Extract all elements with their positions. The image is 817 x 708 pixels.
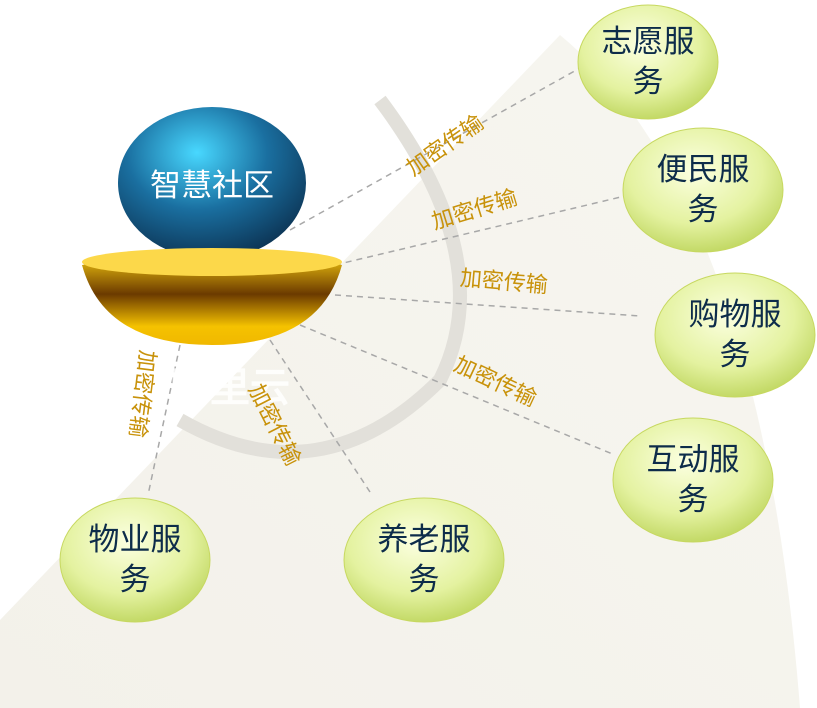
connector-line <box>289 67 581 231</box>
node-interaction[interactable]: 互动服务 <box>618 420 768 540</box>
node-property[interactable]: 物业服务 <box>60 500 210 620</box>
node-volunteer[interactable]: 志愿服务 <box>573 2 723 122</box>
connector-line <box>334 195 626 266</box>
node-convenience[interactable]: 便民服务 <box>628 130 778 250</box>
connector-line <box>147 344 181 496</box>
node-label: 便民服务 <box>656 152 750 228</box>
node-shapes <box>59 4 816 623</box>
bowl-rim <box>82 248 342 276</box>
hub-label: 智慧社区 <box>150 168 274 204</box>
connector-line <box>299 324 616 456</box>
watermark: 阿里云 <box>170 365 290 411</box>
connector-line <box>334 294 641 317</box>
node-label: 互动服务 <box>646 442 740 518</box>
connector-line <box>269 339 371 493</box>
node-shopping[interactable]: 购物服务 <box>660 275 810 395</box>
node-label: 志愿服务 <box>601 24 695 100</box>
arc-decoration <box>176 95 467 459</box>
bowl-icon <box>82 252 342 345</box>
connectors <box>147 67 641 496</box>
node-label: 物业服务 <box>88 522 182 598</box>
node-label: 养老服务 <box>377 522 471 598</box>
node-label: 购物服务 <box>688 297 782 373</box>
node-elderly-care[interactable]: 养老服务 <box>349 500 499 620</box>
globe-icon <box>118 107 306 259</box>
